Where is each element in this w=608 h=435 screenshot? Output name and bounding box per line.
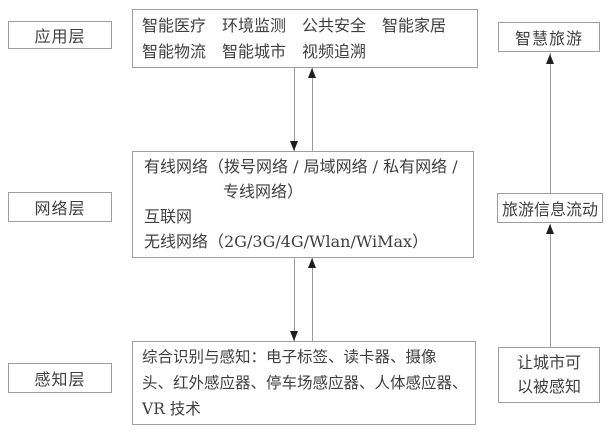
city-sensed-line1: 让城市可 [516,353,581,372]
tourism-info-flow-text: 旅游信息流动 [501,200,598,219]
network-to-app-up-arrowhead-icon [308,68,316,78]
application-services-box: 智能医疗 环境监测 公共安全 智能家居 智能物流 智能城市 视频追溯 [132,9,478,68]
layer-label-network: 网络层 [8,192,112,222]
network-line1: 有线网络（拨号网络 / 局域网络 / 私有网络 / [144,157,458,176]
network-to-perception-down-arrowhead-icon [290,331,298,341]
perception-line3: VR 技术 [142,400,201,418]
app-to-network-down-line [294,68,295,151]
city-sensed-box: 让城市可 以被感知 [498,347,600,403]
network-line4: 无线网络（2G/3G/4G/Wlan/WiMax） [144,232,429,251]
layer-label-perception: 感知层 [8,363,112,393]
application-services-line2: 智能物流 智能城市 视频追溯 [142,42,367,61]
tourism-info-flow-box: 旅游信息流动 [497,193,603,223]
smart-tourism-box: 智慧旅游 [498,22,600,52]
network-technologies-box: 有线网络（拨号网络 / 局域网络 / 私有网络 / 专线网络） 互联网 无线网络… [132,151,474,258]
network-to-perception-down-line [294,258,295,341]
city-sensed-to-info-flow-line [550,224,551,347]
network-to-app-up-line [312,68,313,151]
app-to-network-down-arrowhead-icon [290,141,298,151]
info-flow-to-smart-tourism-line [550,53,551,193]
smart-tourism-text: 智慧旅游 [514,29,583,48]
layer-label-perception-text: 感知层 [34,370,86,389]
info-flow-to-smart-tourism-arrowhead-icon [546,54,554,64]
perception-line1: 综合识别与感知：电子标签、读卡器、摄像 [142,348,437,366]
layer-label-application: 应用层 [8,21,112,49]
perception-sensors-box: 综合识别与感知：电子标签、读卡器、摄像 头、红外感应器、停车场感应器、人体感应器… [132,341,476,425]
city-sensed-line2: 以被感知 [516,377,581,396]
network-line3: 互联网 [144,207,193,226]
application-services-line1: 智能医疗 环境监测 公共安全 智能家居 [142,16,447,35]
network-line2: 专线网络） [223,182,304,201]
perception-to-network-up-line [312,258,313,341]
perception-line2: 头、红外感应器、停车场感应器、人体感应器、 [142,374,468,392]
city-sensed-to-info-flow-arrowhead-icon [546,224,554,234]
perception-to-network-up-arrowhead-icon [308,258,316,268]
layer-label-network-text: 网络层 [34,199,86,218]
layer-label-application-text: 应用层 [34,27,86,46]
